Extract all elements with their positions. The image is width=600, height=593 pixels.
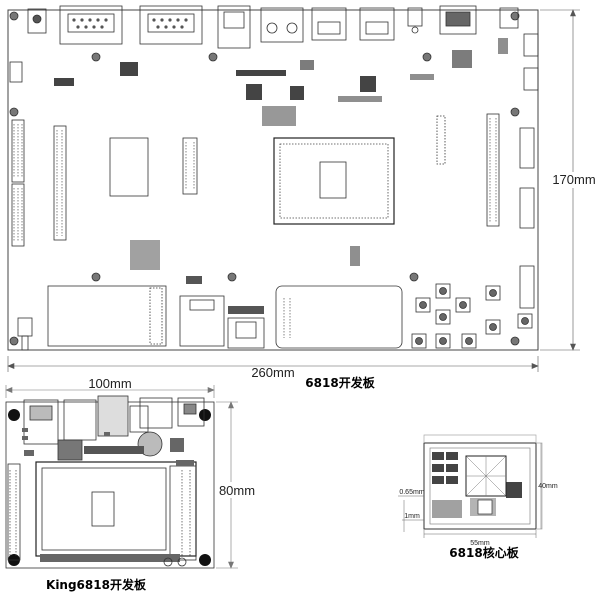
core-board-height-label: 40mm — [538, 483, 558, 490]
dev-board-bottom-modules — [17, 276, 403, 351]
dev-board-top-connectors — [27, 5, 519, 49]
king-board-caption: King6818开发板 — [46, 577, 147, 592]
dev-board-drawing — [7, 5, 539, 351]
dev-board-height-label: 170mm — [552, 172, 595, 187]
dev-board-mounting-holes — [9, 11, 520, 346]
core-board-side-label-1: 0.65mm — [399, 489, 424, 496]
dev-board-caption: 6818开发板 — [305, 375, 375, 390]
king-board-height-label: 80mm — [219, 483, 255, 498]
dev-board-core-socket — [273, 137, 395, 225]
dev-board-width-label: 260mm — [251, 365, 294, 380]
core-board-caption: 6818核心板 — [449, 545, 519, 560]
dev-board-dimensions — [7, 9, 580, 372]
dev-board-left-headers — [9, 61, 67, 247]
dev-board-small-chips — [54, 38, 508, 270]
dev-board-buttons — [411, 283, 533, 349]
core-board-outline — [423, 442, 537, 530]
dev-board-battery — [109, 137, 149, 197]
core-board-dimensions — [398, 443, 542, 538]
core-board-width-label: 55mm — [470, 540, 490, 547]
king-board-drawing — [5, 395, 215, 569]
core-board-drawing — [423, 434, 543, 530]
dev-board-outline — [7, 9, 539, 351]
king-board-width-label: 100mm — [88, 376, 131, 391]
dev-board-right-headers — [436, 33, 539, 309]
core-board-side-label-2: 1mm — [404, 513, 420, 520]
